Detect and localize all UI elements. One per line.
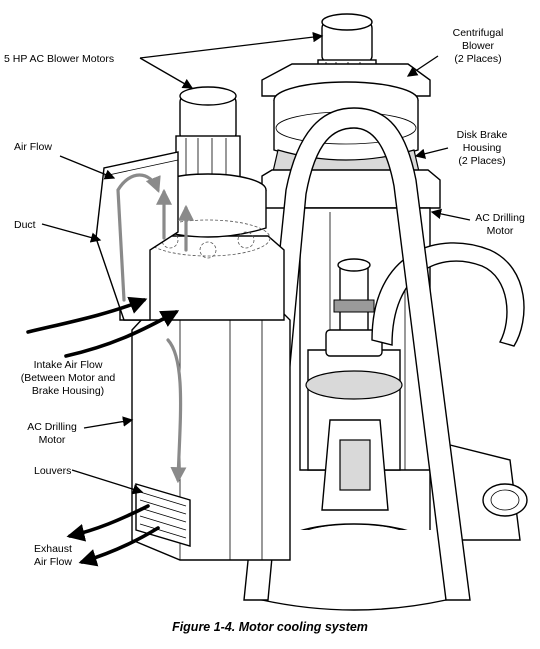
intake-air-flow-arrows [26,296,180,358]
label-intake-3: Brake Housing) [32,385,104,397]
label-blower-motors: 5 HP AC Blower Motors [4,53,114,65]
callout-labels: 5 HP AC Blower Motors Centrifugal Blower… [4,27,525,568]
front-blower-motor [175,86,241,187]
label-drill-right-2: Motor [487,225,514,237]
label-drill-left-2: Motor [39,434,66,446]
label-centrifugal-3: (2 Places) [454,53,501,65]
center-drill-assembly [261,258,447,611]
label-disk-3: (2 Places) [458,155,505,167]
label-exhaust-2: Air Flow [34,556,72,568]
figure-caption: Figure 1-4. Motor cooling system [172,620,368,634]
internal-air-flow [116,173,194,484]
arch-cable [243,107,471,601]
label-duct: Duct [14,219,36,231]
label-intake-2: (Between Motor and [21,372,116,384]
label-exhaust-1: Exhaust [34,543,72,555]
label-drill-left-1: AC Drilling [27,421,77,433]
label-centrifugal-2: Blower [462,40,495,52]
leader-lines [41,31,471,495]
front-centrifugal-blower [145,173,271,259]
label-disk-1: Disk Brake [457,129,508,141]
label-disk-2: Housing [463,142,502,154]
label-louvers: Louvers [34,465,71,477]
exhaust-air-flow-arrows [66,504,160,567]
label-centrifugal-1: Centrifugal [453,27,504,39]
label-drill-right-1: AC Drilling [475,212,525,224]
label-intake-1: Intake Air Flow [34,359,103,371]
label-air-flow: Air Flow [14,141,52,153]
louvers-panel [135,483,191,547]
